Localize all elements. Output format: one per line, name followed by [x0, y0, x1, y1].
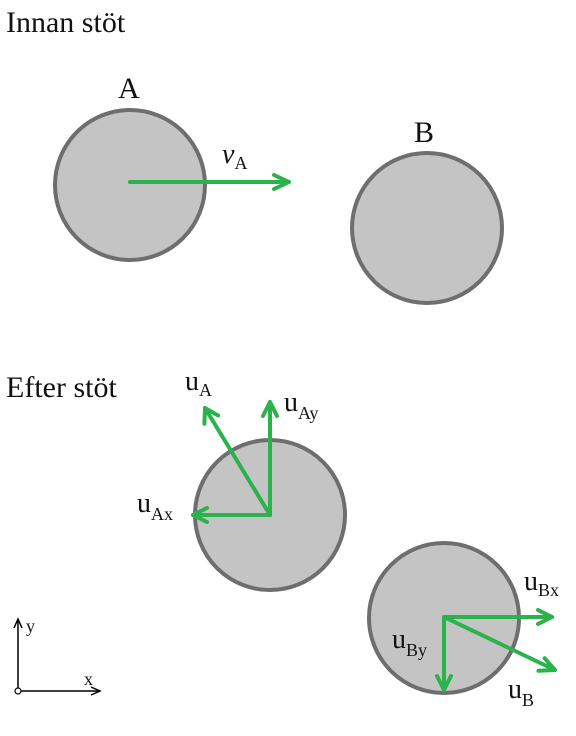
heading-after: Efter stöt — [6, 371, 117, 404]
coordinate-axes — [13, 617, 102, 696]
ball-b-label: B — [414, 116, 434, 149]
origin-marker — [14, 687, 22, 695]
vector-u-by-label: uBy — [392, 624, 427, 660]
vector-u-bx-label: uBx — [524, 566, 559, 600]
ball-b-before — [350, 151, 504, 305]
vector-u-b-label: uB — [508, 674, 534, 710]
ball-a-label: A — [118, 72, 140, 105]
axis-y-label: y — [26, 616, 35, 636]
vector-u-ax — [191, 506, 272, 524]
vector-u-bx — [442, 608, 554, 626]
vector-u-by — [435, 615, 453, 692]
heading-before: Innan stöt — [6, 6, 126, 39]
vector-u-ay-label: uAy — [284, 387, 318, 423]
vector-v-a-label: vA — [222, 139, 247, 173]
vector-v-a — [128, 173, 291, 191]
vector-u-b — [442, 615, 557, 673]
vector-u-ay — [261, 400, 279, 517]
ball-a-before — [53, 108, 207, 262]
axis-x-label: x — [84, 669, 93, 689]
vector-u-a-label: uA — [185, 366, 212, 400]
vector-u-a — [202, 406, 272, 517]
vector-u-ax-label: uAx — [137, 488, 173, 524]
